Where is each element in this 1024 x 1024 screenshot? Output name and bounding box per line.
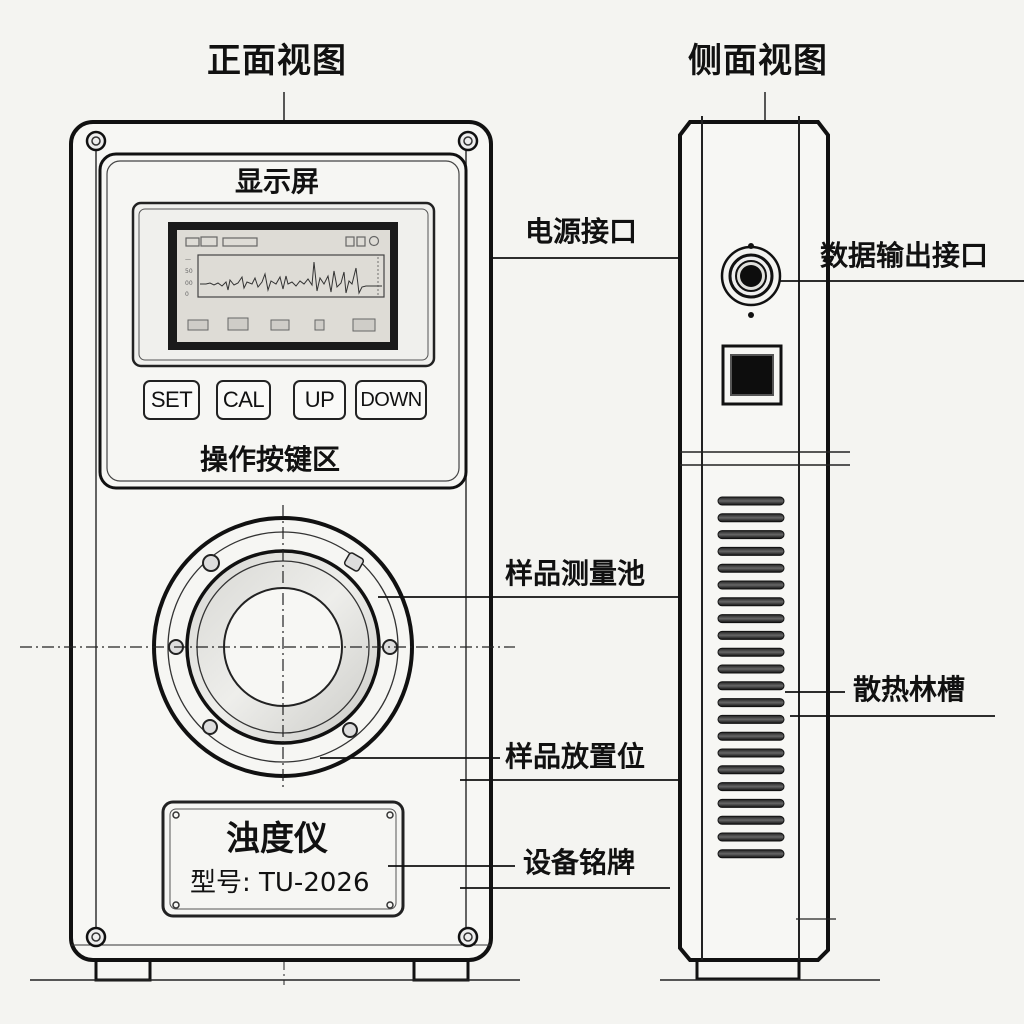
y-tick-label: — xyxy=(185,256,191,263)
screw-icon xyxy=(342,722,358,738)
screen-status-icons xyxy=(185,235,380,247)
vent-slot xyxy=(717,530,785,540)
nameplate xyxy=(161,800,405,918)
save-icon xyxy=(352,318,376,332)
callout-sample-cell: 样品测量池 xyxy=(505,557,646,590)
power-port-icon xyxy=(721,344,783,406)
side-view-title: 侧面视图 xyxy=(688,41,828,81)
screw-icon xyxy=(457,130,479,152)
vent-slot xyxy=(717,664,785,674)
callout-data-output-port: 数据输出接口 xyxy=(820,239,989,272)
calc-icon xyxy=(270,319,290,331)
keypad-label: 操作按键区 xyxy=(200,443,341,476)
vent-slot xyxy=(717,681,785,691)
cal-button[interactable]: CAL xyxy=(216,380,271,420)
vent-slot xyxy=(717,496,785,506)
vent-slot xyxy=(717,815,785,825)
grid-icon xyxy=(200,236,218,247)
callout-heat-sink-slots: 散热林槽 xyxy=(853,673,966,706)
menu-icon xyxy=(356,236,366,247)
y-tick-label: 00 xyxy=(185,280,193,287)
signal-bar-icon xyxy=(222,237,258,247)
chart-icon xyxy=(227,317,249,331)
waveform-icon xyxy=(200,261,382,295)
display-label: 显示屏 xyxy=(235,165,320,198)
y-tick-label: 50 xyxy=(185,268,193,275)
vent-slot xyxy=(717,714,785,724)
screw-icon xyxy=(202,554,220,572)
side-view xyxy=(660,92,880,981)
vent-slot xyxy=(717,597,785,607)
front-view-title: 正面视图 xyxy=(207,41,347,81)
callout-power-port: 电源接口 xyxy=(525,215,638,248)
settings-icon xyxy=(345,236,355,247)
vent-slot xyxy=(717,698,785,708)
nameplate-model: 型号: TU-2026 xyxy=(190,868,370,898)
nameplate-device-name: 浊度仪 xyxy=(226,819,328,859)
vent-slot xyxy=(717,513,785,523)
y-tick-label: 0 xyxy=(185,291,189,298)
side-leader-lines xyxy=(780,280,1024,717)
vent-slot xyxy=(717,563,785,573)
vent-slot xyxy=(717,614,785,624)
screen-softkey-icons xyxy=(187,317,376,332)
vent-slot xyxy=(717,580,785,590)
record-icon xyxy=(314,319,325,331)
screw-icon xyxy=(85,926,107,948)
set-button[interactable]: SET xyxy=(143,380,200,420)
sample-cell xyxy=(20,505,515,790)
down-button[interactable]: DOWN xyxy=(355,380,427,420)
refresh-icon xyxy=(368,235,380,247)
side-housing xyxy=(678,120,830,962)
vent-slot xyxy=(717,798,785,808)
up-button[interactable]: UP xyxy=(293,380,346,420)
screw-icon xyxy=(85,130,107,152)
vent-slot xyxy=(717,748,785,758)
vent-slot xyxy=(717,546,785,556)
front-leader-lines xyxy=(320,257,710,889)
screw-icon xyxy=(202,719,218,735)
callout-device-nameplate: 设备铭牌 xyxy=(523,846,636,879)
waveform-frame xyxy=(197,254,385,298)
vent-slot xyxy=(717,832,785,842)
vent-slot xyxy=(717,765,785,775)
vent-slot xyxy=(717,849,785,859)
data-output-port-icon xyxy=(720,243,782,318)
data-icon xyxy=(187,319,209,331)
callout-sample-position: 样品放置位 xyxy=(505,740,646,773)
vent-slot xyxy=(717,731,785,741)
latch-icon xyxy=(343,552,365,572)
vent-slot xyxy=(717,647,785,657)
vent-slot xyxy=(717,630,785,640)
vent-slot xyxy=(717,782,785,792)
screw-icon xyxy=(457,926,479,948)
heat-sink-slots xyxy=(717,496,785,859)
battery-icon xyxy=(185,237,200,247)
